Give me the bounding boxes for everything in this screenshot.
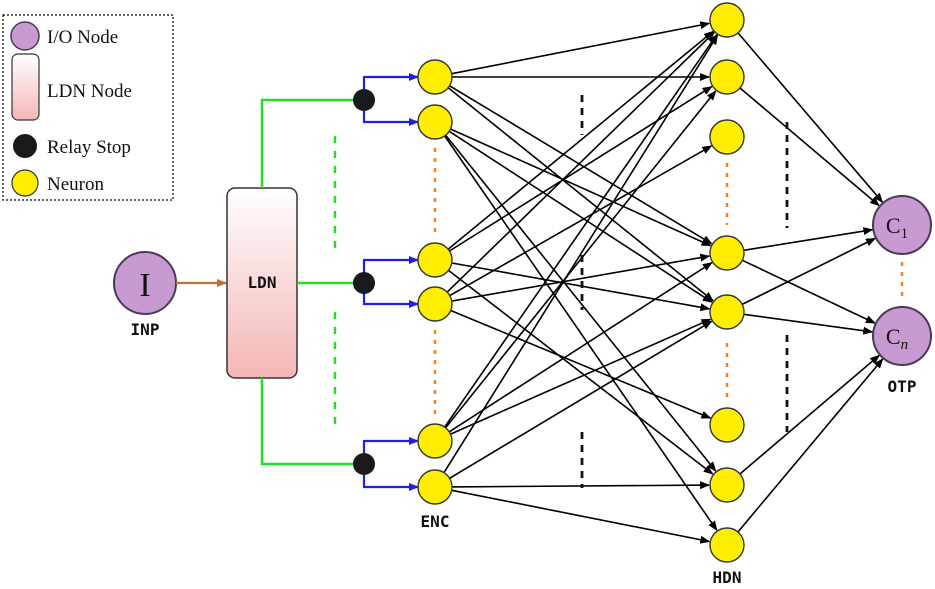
hidden-neuron (709, 59, 745, 95)
hidden-neuron (709, 527, 745, 563)
legend-neuron-icon (11, 169, 39, 197)
encoder-neuron (417, 242, 453, 278)
connection-edge (448, 262, 713, 433)
connection-edge (447, 87, 714, 302)
legend-ldn-node-label: LDN Node (47, 81, 132, 102)
encoder-neuron (417, 286, 453, 322)
connection-edge (449, 145, 713, 297)
connection-edge (449, 85, 713, 245)
output-node-c1 (872, 195, 932, 255)
connection-edge (450, 128, 712, 247)
hidden-neuron (709, 2, 745, 38)
connection-edge (450, 309, 712, 419)
relay-stop (353, 89, 375, 111)
output-node-c1-label: C1 (886, 213, 908, 242)
input-label: INP (131, 320, 160, 339)
connection-edge (743, 227, 874, 252)
connection-edge (445, 134, 717, 472)
connection-edge (444, 135, 718, 532)
encoder-layer (417, 59, 453, 505)
relay-stop (353, 272, 375, 294)
encoder-label: ENC (421, 512, 450, 531)
output-node-cn (872, 306, 932, 366)
legend-relay-stop-icon (13, 134, 37, 158)
encoder-neuron (417, 469, 453, 505)
connection-edge (737, 32, 884, 203)
ldn-node: LDN (226, 187, 298, 379)
connection-edge (451, 489, 711, 544)
legend-io-node-label: I/O Node (47, 27, 118, 48)
output-label: OTP (888, 377, 917, 396)
connection-edge (451, 481, 710, 490)
output-layer: C1 Cn OTP (872, 195, 932, 396)
connection-edge (450, 318, 712, 435)
connection-edge (451, 253, 711, 302)
input-node-glyph: I (139, 267, 150, 304)
legend: I/O Node LDN Node Relay Stop Neuron (2, 14, 174, 201)
hidden-output-edges (737, 32, 884, 533)
hidden-label: HDN (713, 568, 742, 587)
legend-neuron-label: Neuron (47, 174, 104, 195)
hidden-neuron (709, 467, 745, 503)
legend-ldn-node-icon (11, 53, 40, 121)
connection-edge (737, 358, 884, 533)
relay-stops (353, 89, 375, 475)
connection-edge (447, 30, 714, 250)
hidden-neuron (709, 235, 745, 271)
ldn-relay-links (260, 98, 364, 466)
connection-edge (741, 237, 876, 306)
input-node: I INP (113, 251, 177, 339)
connection-edge (443, 34, 719, 474)
hidden-neuron (709, 407, 745, 443)
legend-io-node-icon (10, 21, 40, 51)
hidden-neuron (709, 294, 745, 330)
connection-edge (739, 354, 880, 475)
hidden-neuron (709, 119, 745, 155)
encoder-neuron (417, 104, 453, 140)
output-node-cn-label: Cn (886, 324, 908, 353)
connection-edge (742, 259, 876, 324)
connection-edge (451, 21, 711, 75)
connection-edge (446, 31, 715, 293)
connection-edge (743, 313, 874, 335)
legend-frame (2, 14, 174, 201)
ldn-label: LDN (248, 273, 277, 292)
green-link-top (260, 98, 364, 188)
encoder-hidden-edges (443, 21, 719, 544)
encoder-neuron (417, 59, 453, 95)
connection-edge (449, 320, 713, 479)
orange-dotted-gaps (433, 148, 904, 418)
legend-relay-stop-label: Relay Stop (47, 137, 131, 158)
relay-stop (353, 453, 375, 475)
connection-edge (448, 130, 713, 303)
encoder-neuron (417, 423, 453, 459)
connection-edge (448, 269, 714, 475)
connection-edge (739, 87, 880, 207)
connection-edge (444, 33, 718, 428)
green-link-bottom (260, 378, 364, 466)
hidden-layer (709, 2, 745, 563)
black-dashed-gaps (580, 95, 789, 488)
